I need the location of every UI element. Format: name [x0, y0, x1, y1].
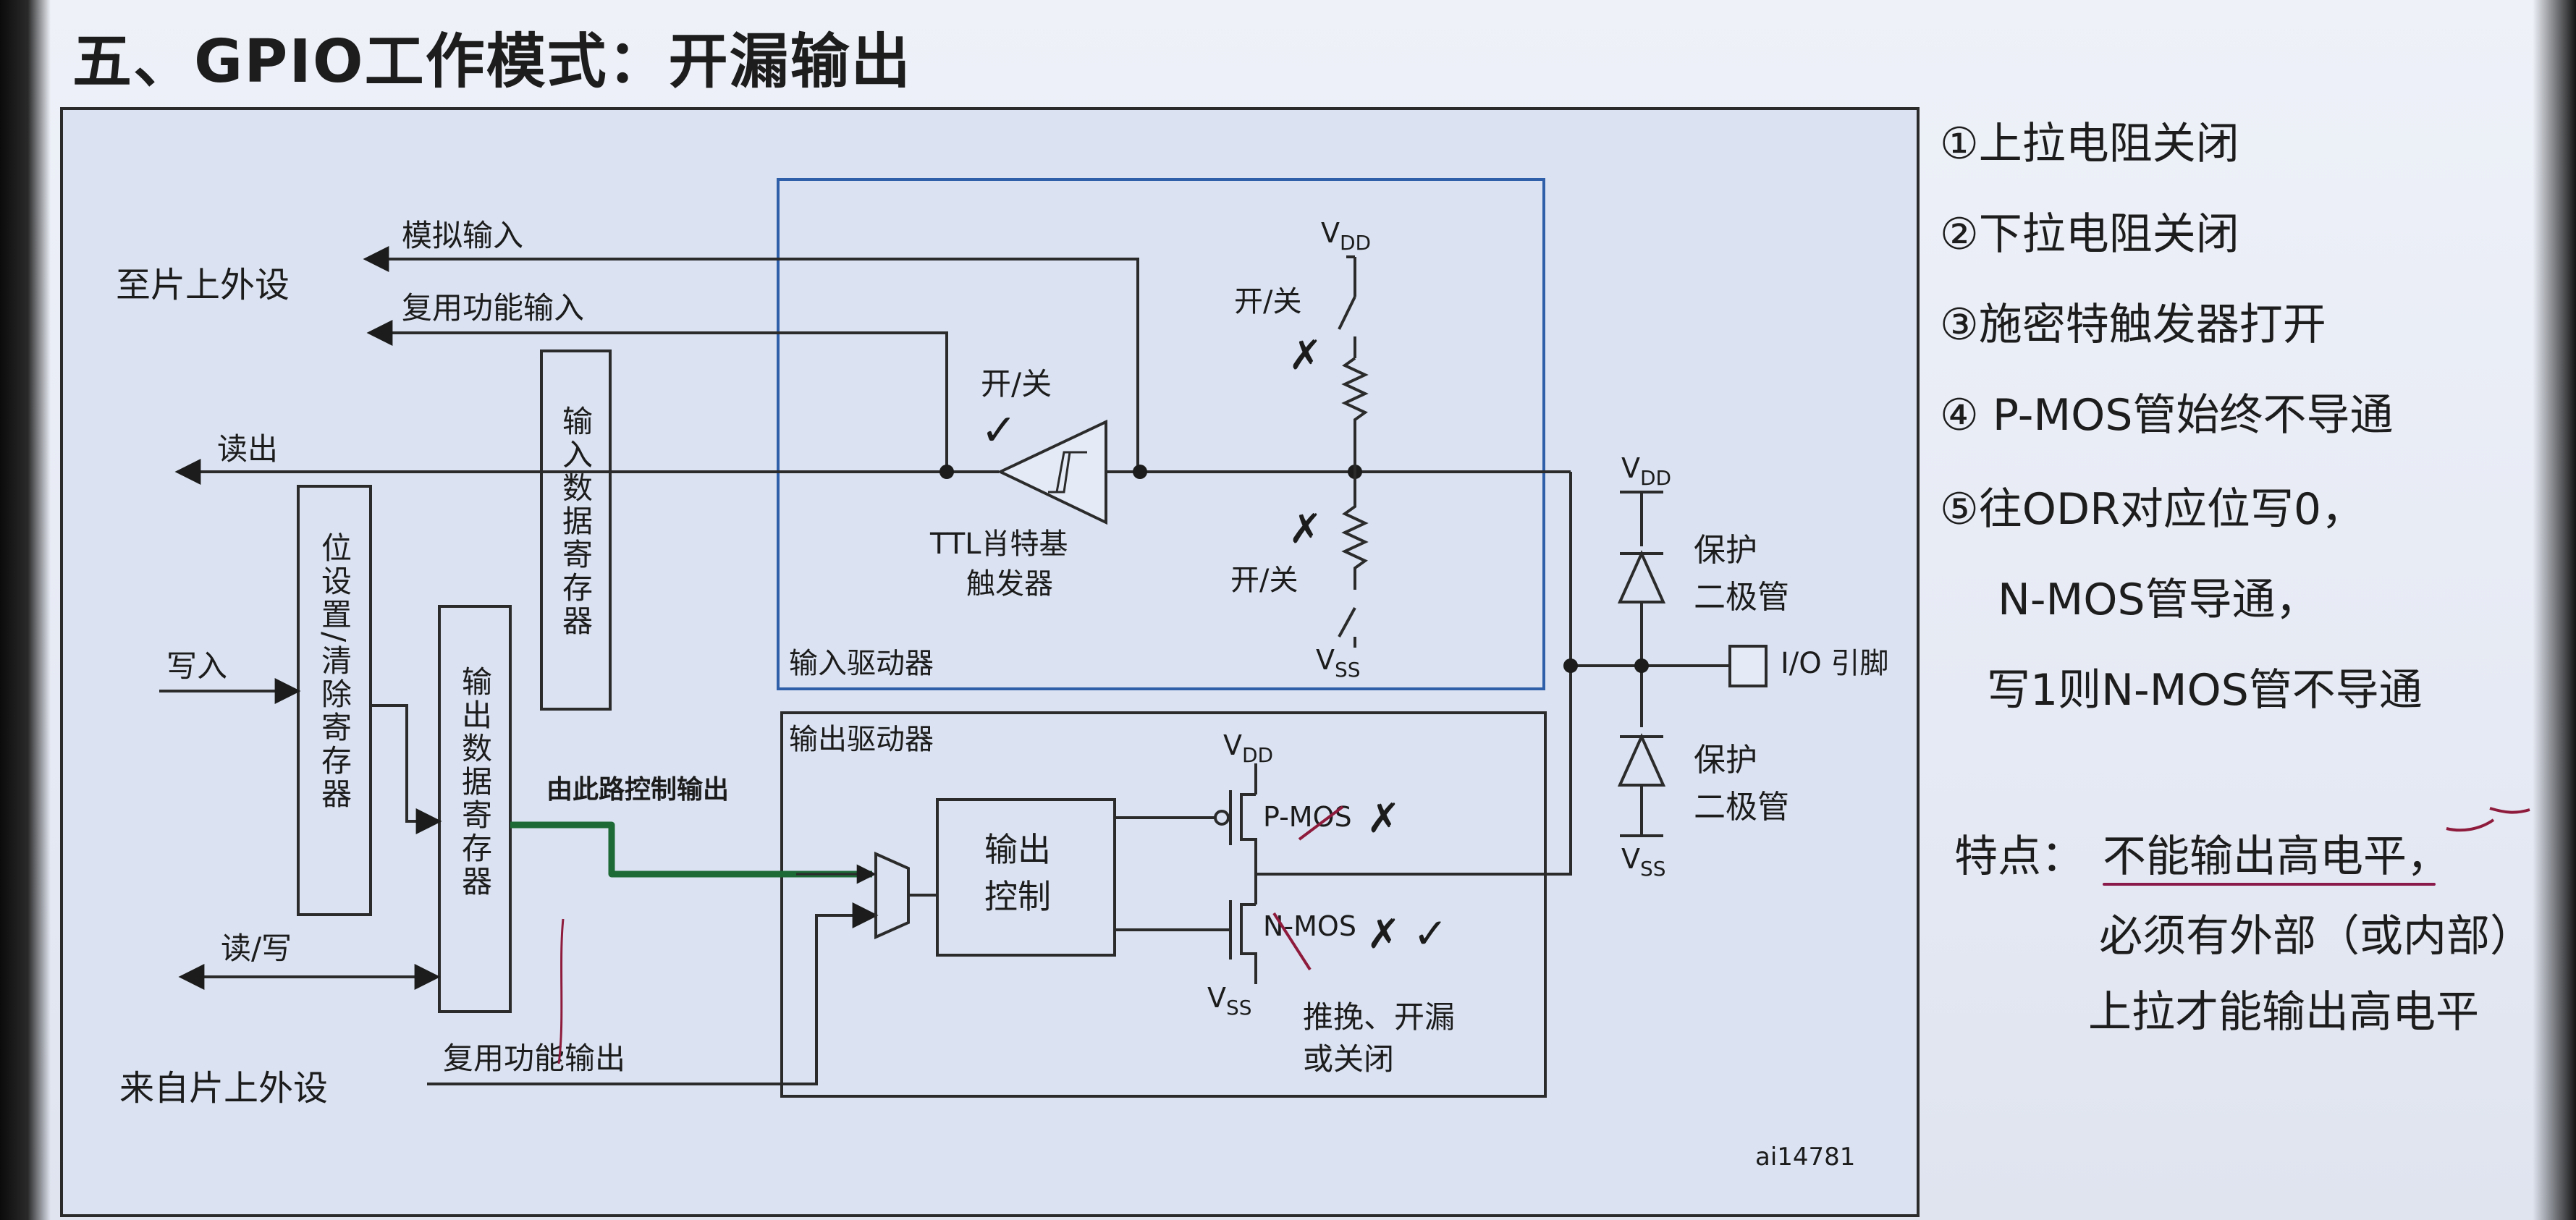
- pmos-transistor-icon: [1240, 793, 1257, 867]
- output-mode-line1: 推挽、开漏: [1303, 999, 1455, 1035]
- to-peripheral-label: 至片上外设: [116, 265, 290, 305]
- schmitt-trigger-symbol: [997, 419, 1107, 525]
- pulldown-resistor-icon: [1341, 472, 1369, 590]
- note-item-4: ④ P-MOS管始终不导通: [1940, 390, 2394, 441]
- check-mark-icon: ✓: [981, 405, 1017, 456]
- bit-set-reset-register-label: 位设置/清除寄存器: [317, 532, 352, 811]
- handwritten-check-stroke: [2446, 807, 2530, 832]
- protect-vss-label: VSS: [1621, 843, 1666, 881]
- alt-func-output-label: 复用功能输出: [443, 1041, 625, 1076]
- output-data-register-label: 输出数据寄存器: [457, 666, 493, 899]
- diode-bottom-label-line1: 保护: [1694, 742, 1757, 779]
- pulldown-switch: [1338, 607, 1356, 637]
- junction-dot: [1634, 658, 1649, 673]
- note-item-1: ①上拉电阻关闭: [1940, 119, 2239, 169]
- nmos-check-icon: ✓: [1413, 909, 1448, 958]
- junction-dot: [939, 465, 954, 479]
- io-pin-label: I/O 引脚: [1781, 647, 1888, 680]
- note-item-3: ③施密特触发器打开: [1940, 300, 2326, 350]
- nmos-label: N-MOS: [1263, 910, 1356, 942]
- input-data-register-label: 输入数据寄存器: [558, 405, 594, 638]
- alt-func-input-line: [366, 320, 948, 470]
- feature-underline: [2103, 883, 2436, 886]
- pmos-gate-bubble: [1214, 810, 1230, 826]
- pullup-resistor-icon: [1341, 357, 1369, 472]
- from-peripheral-label: 来自片上外设: [119, 1068, 328, 1109]
- photo-right-edge-shadow: [2533, 0, 2576, 1220]
- input-driver-label: 输入驱动器: [789, 647, 934, 680]
- note-item-2: ②下拉电阻关闭: [1940, 209, 2239, 260]
- pullup-cross-icon: ✗: [1288, 332, 1322, 379]
- drain-to-pin-wire: [1256, 666, 1572, 876]
- write-label: 写入: [166, 648, 227, 684]
- photo-left-edge-shadow: [0, 0, 51, 1220]
- input-data-register-box: [540, 350, 612, 711]
- input-driver-box: [777, 178, 1545, 690]
- pmos-vdd-label: VDD: [1223, 729, 1273, 767]
- diode-bottom-label-line2: 二极管: [1694, 789, 1789, 826]
- pmos-strike: [1298, 805, 1344, 841]
- feature-line-3: 上拉才能输出高电平: [2088, 987, 2479, 1038]
- feature-line-1: 不能输出高电平，: [2103, 831, 2450, 882]
- pulldown-vss-label: VSS: [1316, 644, 1361, 682]
- analog-input-line: [363, 246, 1139, 470]
- alt-func-input-label: 复用功能输入: [402, 290, 584, 326]
- pulldown-switch-label: 开/关: [1230, 564, 1298, 597]
- io-pin-icon: [1728, 645, 1768, 687]
- output-driver-label: 输出驱动器: [789, 723, 934, 756]
- bsrr-to-odr-line: [371, 704, 442, 834]
- pullup-switch-label: 开/关: [1234, 285, 1301, 318]
- figure-id: ai14781: [1755, 1143, 1855, 1172]
- output-driver-box: [780, 711, 1547, 1098]
- pulldown-cross-icon: ✗: [1288, 506, 1322, 553]
- handwritten-stroke: [557, 918, 565, 1064]
- output-control-box: [936, 798, 1116, 957]
- pullup-vdd-label: VDD: [1321, 217, 1371, 255]
- trigger-label-line2: 触发器: [966, 567, 1053, 601]
- diode-top-label-line2: 二极管: [1694, 579, 1789, 616]
- junction-dot: [1563, 658, 1578, 673]
- alt-func-output-line: [427, 902, 879, 1085]
- pmos-cross-icon: ✗: [1367, 795, 1401, 842]
- pullup-switch: [1338, 296, 1356, 330]
- note-item-6: N-MOS管导通，: [1998, 575, 2319, 625]
- control-output-path: [510, 821, 872, 878]
- control-output-annotation: 由此路控制输出: [546, 775, 729, 805]
- pmos-label: P-MOS: [1263, 801, 1352, 833]
- protect-vdd-label: VDD: [1621, 452, 1671, 490]
- feature-label: 特点：: [1954, 831, 2085, 882]
- page-title: 五、GPIO工作模式：开漏输出: [72, 27, 912, 96]
- output-mode-line2: 或关闭: [1303, 1041, 1394, 1077]
- read-write-label: 读/写: [221, 931, 292, 966]
- output-control-line2: 控制: [984, 877, 1051, 916]
- junction-dot: [1133, 465, 1147, 479]
- nmos-transistor-icon: [1240, 903, 1257, 984]
- nmos-vss-label: VSS: [1207, 982, 1252, 1020]
- hysteresis-icon-b: [1055, 451, 1087, 493]
- output-control-line1: 输出: [984, 830, 1051, 869]
- feature-line-2: 必须有外部（或内部）: [2099, 911, 2533, 962]
- trigger-label-line1: TTL肖特基: [929, 528, 1068, 561]
- read-label: 读出: [217, 431, 278, 467]
- analog-input-label: 模拟输入: [402, 218, 523, 253]
- trigger-switch-label: 开/关: [981, 366, 1052, 402]
- nmos-strike: [1272, 912, 1312, 971]
- nmos-cross-icon: ✗: [1367, 911, 1401, 958]
- note-item-5: ⑤往ODR对应位写0，: [1940, 484, 2365, 535]
- output-mux-symbol: [874, 851, 910, 940]
- diode-top-label-line1: 保护: [1694, 532, 1757, 569]
- note-item-7: 写1则N-MOS管不导通: [1987, 665, 2423, 716]
